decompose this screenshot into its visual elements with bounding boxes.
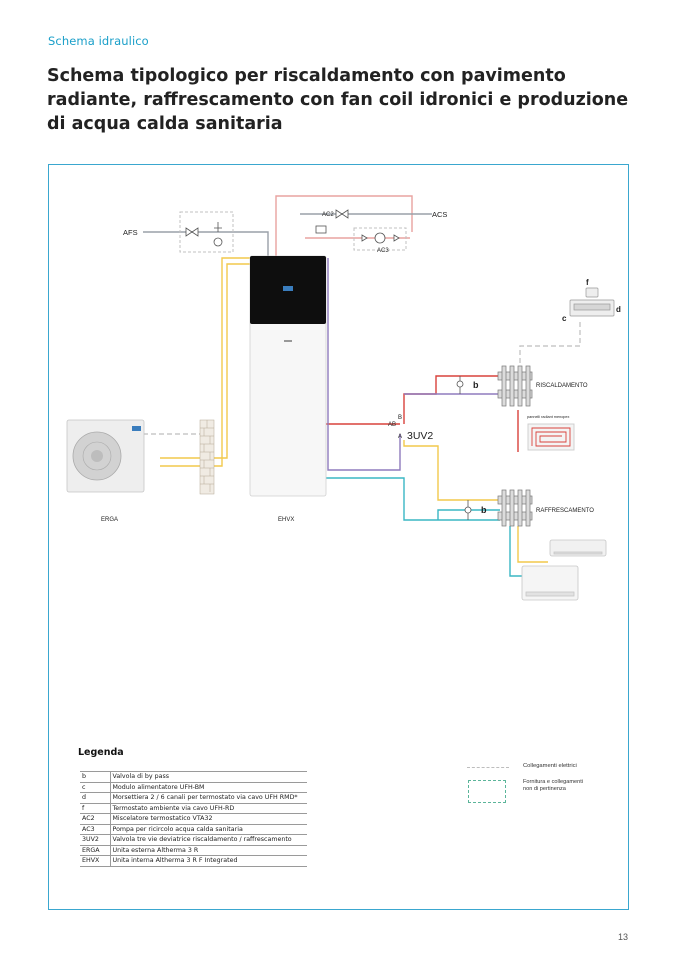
pipe-heating-supply (403, 375, 500, 424)
label-b-cooling: b (481, 505, 487, 515)
legend-code: EHVX (80, 855, 111, 867)
cable-control (519, 322, 581, 368)
ac3-pump (361, 232, 400, 244)
pipe-hot-loop-top (275, 195, 413, 258)
label-d: d (616, 305, 621, 314)
pipe-refrigerant-1 (160, 257, 253, 467)
pipe-fancoil-1 (517, 526, 548, 563)
label-3uv2: 3UV2 (407, 430, 433, 442)
cooling-manifold (497, 489, 533, 527)
label-b-valve: B (398, 415, 402, 421)
erga-unit (66, 419, 145, 493)
legend-code: AC2 (80, 813, 111, 825)
label-riscaldamento: RISCALDAMENTO (536, 383, 588, 389)
label-erga: ERGA (101, 517, 118, 523)
brick-wall (199, 419, 215, 495)
legend-description: Valvola di by pass (110, 771, 307, 783)
legend-title: Legenda (78, 747, 124, 758)
control-module (569, 287, 615, 317)
afs-components (185, 222, 223, 247)
supply-box-afs (179, 211, 234, 253)
legend-description: Unita interna Altherma 3 R F Integrated (110, 855, 307, 867)
pipe-network (143, 195, 581, 577)
label-b-heating: b (473, 380, 479, 390)
pipe-supply-red (319, 258, 400, 425)
heating-manifold (497, 365, 533, 407)
label-a-valve: A (398, 434, 402, 440)
floor-heating-panel (527, 423, 575, 451)
label-acs: ACS (432, 210, 447, 219)
legend-supply-label: Fornitura e collegamenti non di pertinen… (523, 779, 584, 792)
label-pannelli: pannelli radiant menopex (527, 415, 570, 419)
pipe-cooling-supply (403, 440, 500, 501)
label-ab: AB (388, 422, 396, 428)
label-f: f (586, 278, 589, 287)
legend-description: Valvola tre vie deviatrice riscaldamento… (110, 834, 307, 846)
section-label: Schema idraulico (48, 34, 149, 48)
fan-coil-floor (521, 565, 579, 601)
label-c: c (562, 314, 567, 323)
legend-code: f (80, 803, 111, 814)
legend-electric-line (467, 767, 509, 768)
pipe-afs (143, 231, 269, 258)
label-ac3: AC3 (377, 248, 389, 254)
supply-box-ac3 (353, 227, 407, 251)
label-ac2: AC2 (322, 212, 334, 218)
legend-description: Morsettiera 2 / 6 canali per termostato … (110, 792, 307, 804)
legend-electric-label: Collegamenti elettrici (523, 763, 577, 769)
bypass-heating (456, 376, 464, 394)
bypass-cooling (464, 500, 472, 520)
pipe-supply-purple (327, 258, 401, 471)
legend-code: c (80, 782, 111, 793)
ehvx-unit (249, 255, 327, 497)
fan-coil-wall (549, 539, 607, 557)
page-title: Schema tipologico per riscaldamento con … (47, 66, 629, 134)
legend-description: Miscelatore termostatico VTA32 (110, 813, 307, 825)
legend-description: Unita esterna Altherma 3 R (110, 845, 307, 856)
label-raffrescamento: RAFFRESCAMENTO (536, 508, 594, 514)
label-ehvx: EHVX (278, 517, 294, 523)
legend-supply-box (468, 780, 506, 803)
legend-code: b (80, 771, 111, 783)
pipe-refrigerant-2 (160, 263, 255, 459)
legend-code: d (80, 792, 111, 804)
legend-code: 3UV2 (80, 834, 111, 846)
label-afs: AFS (123, 228, 138, 237)
legend-description: Modulo alimentatore UFH-BM (110, 782, 307, 793)
page-number: 13 (618, 932, 629, 942)
ac2-mixer (315, 209, 349, 234)
pipe-fancoil-2 (509, 526, 522, 577)
legend-description: Termostato ambiente via cavo UFH-RD (110, 803, 307, 814)
pipe-cooling-return (437, 509, 500, 520)
legend-code: AC3 (80, 824, 111, 835)
legend-description: Pompa per ricircolo acqua calda sanitari… (110, 824, 307, 835)
pipe-return-teal (309, 470, 500, 521)
legend-code: ERGA (80, 845, 111, 856)
